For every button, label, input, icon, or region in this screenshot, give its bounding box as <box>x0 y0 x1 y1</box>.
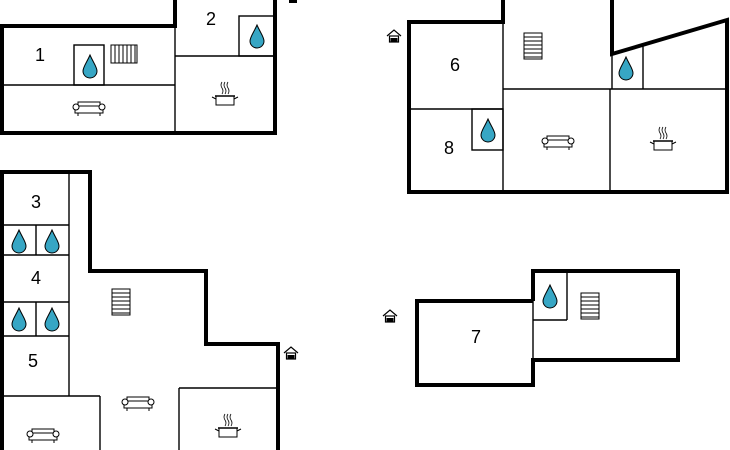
entrance-house-icon <box>289 0 297 3</box>
sofa-icon <box>26 428 60 444</box>
plan-bottom-right: 7 <box>382 269 680 387</box>
stairs-icon <box>523 32 543 60</box>
plan-bottom-left: 3 4 5 <box>0 170 299 450</box>
water-drop-icon <box>11 307 27 332</box>
room-number-8: 8 <box>444 138 454 158</box>
water-drop-icon <box>44 229 60 254</box>
cooking-pot-icon <box>214 413 242 438</box>
room-number-3: 3 <box>31 192 41 212</box>
entrance-house-icon <box>386 29 402 43</box>
sofa-icon <box>121 396 155 412</box>
water-drop-icon <box>82 54 98 79</box>
room-number-6: 6 <box>450 55 460 75</box>
room-number-1: 1 <box>35 45 45 65</box>
room-number-7: 7 <box>471 327 481 347</box>
cooking-pot-icon <box>211 81 239 106</box>
water-drop-icon <box>11 229 27 254</box>
stairs-icon <box>111 288 131 316</box>
entrance-house-icon <box>382 309 398 323</box>
water-drop-icon <box>249 24 265 49</box>
sofa-icon <box>72 101 106 117</box>
plan-top-left: 1 2 <box>0 0 297 135</box>
room-number-5: 5 <box>28 351 38 371</box>
entrance-house-icon <box>283 346 299 360</box>
water-drop-icon <box>44 307 60 332</box>
water-drop-icon <box>480 118 496 143</box>
sofa-icon <box>541 135 575 151</box>
water-drop-icon <box>618 56 634 81</box>
stairs-icon <box>110 44 138 64</box>
water-drop-icon <box>542 284 558 309</box>
room-number-2: 2 <box>206 9 216 29</box>
plan-top-right: 6 8 <box>386 0 729 194</box>
stairs-icon <box>580 292 600 320</box>
cooking-pot-icon <box>649 126 677 151</box>
room-number-4: 4 <box>31 268 41 288</box>
